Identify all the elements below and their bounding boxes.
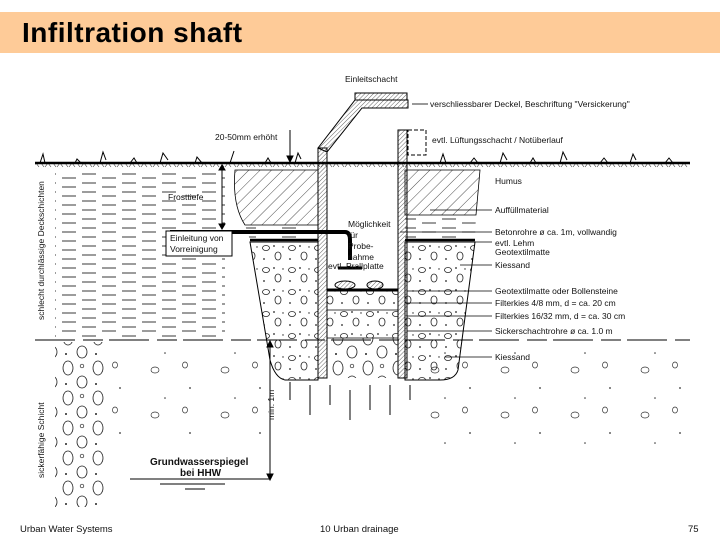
label-frost-depth: Frosttiefe — [168, 192, 204, 202]
label-right-4: Geotextilmatte — [495, 247, 550, 257]
label-cover: verschliessbarer Deckel, Beschriftung "V… — [430, 99, 630, 109]
subsoil-sparse-texture-right — [420, 345, 690, 445]
label-raised: 20-50mm erhöht — [215, 132, 278, 142]
backfill-left — [234, 169, 319, 226]
label-right-2: Betonrohre ø ca. 1m, vollwandig — [495, 227, 617, 237]
label-right-10: Kiessand — [495, 352, 530, 362]
label-sampling-2: für — [348, 230, 358, 240]
footer-chapter: 10 Urban drainage — [320, 524, 399, 535]
label-sampling-3: Probe- — [348, 241, 374, 251]
leader-lines — [400, 103, 492, 358]
label-right-7: Filterkies 4/8 mm, d = ca. 20 cm — [495, 298, 616, 308]
label-right-0: Humus — [495, 176, 522, 186]
label-sampling-1: Möglichkeit — [348, 219, 391, 229]
footer-page-number: 75 — [688, 524, 699, 535]
backfill-right — [404, 169, 481, 216]
label-permeable-layer: sickerfähige Schicht — [36, 402, 46, 478]
label-inlet-2: Vorreinigung — [170, 244, 218, 254]
label-groundwater-1: Grundwasserspiegel — [150, 457, 249, 468]
inlet-label-box — [165, 230, 233, 257]
label-groundwater-2: bei HHW — [180, 468, 222, 479]
label-right-3: evtl. Lehm — [495, 238, 534, 248]
inlet-pipe — [170, 230, 352, 260]
clay-right — [405, 215, 476, 238]
title-bar: Infiltration shaft — [0, 12, 720, 53]
label-right-1: Auffüllmaterial — [495, 205, 549, 215]
gravel-surround-right — [404, 241, 476, 381]
label-inlet-1: Einleitung von — [170, 233, 224, 243]
subsoil-sparse-texture — [110, 345, 270, 435]
label-right-9: Sickerschachtrohre ø ca. 1.0 m — [495, 326, 613, 336]
groundwater-level — [130, 478, 270, 490]
label-ventilation: evtl. Lüftungsschacht / Notüberlauf — [432, 135, 564, 145]
seepage-marks — [289, 382, 411, 420]
ground-surface — [35, 150, 690, 169]
footer-course: Urban Water Systems — [20, 524, 113, 535]
shaft-walls — [317, 92, 427, 379]
label-right-6: Geotextilmatte oder Bollensteine — [495, 286, 618, 296]
label-inlet-shaft: Einleitschacht — [345, 74, 398, 84]
slide-title: Infiltration shaft — [22, 17, 243, 48]
dimension-lines — [218, 130, 294, 482]
permeable-layer-texture — [55, 342, 105, 507]
shaft-filter-layers — [327, 266, 398, 378]
label-sampling-4: nahme — [348, 252, 374, 262]
label-right-5: Kiessand — [495, 260, 530, 270]
label-right-8: Filterkies 16/32 mm, d = ca. 30 cm — [495, 311, 625, 321]
label-baffle: evtl. Prallplatte — [328, 261, 384, 271]
label-cover-layers: schlecht durchlässige Deckschichten — [36, 181, 46, 320]
label-min-depth: min. 1m — [266, 390, 276, 420]
